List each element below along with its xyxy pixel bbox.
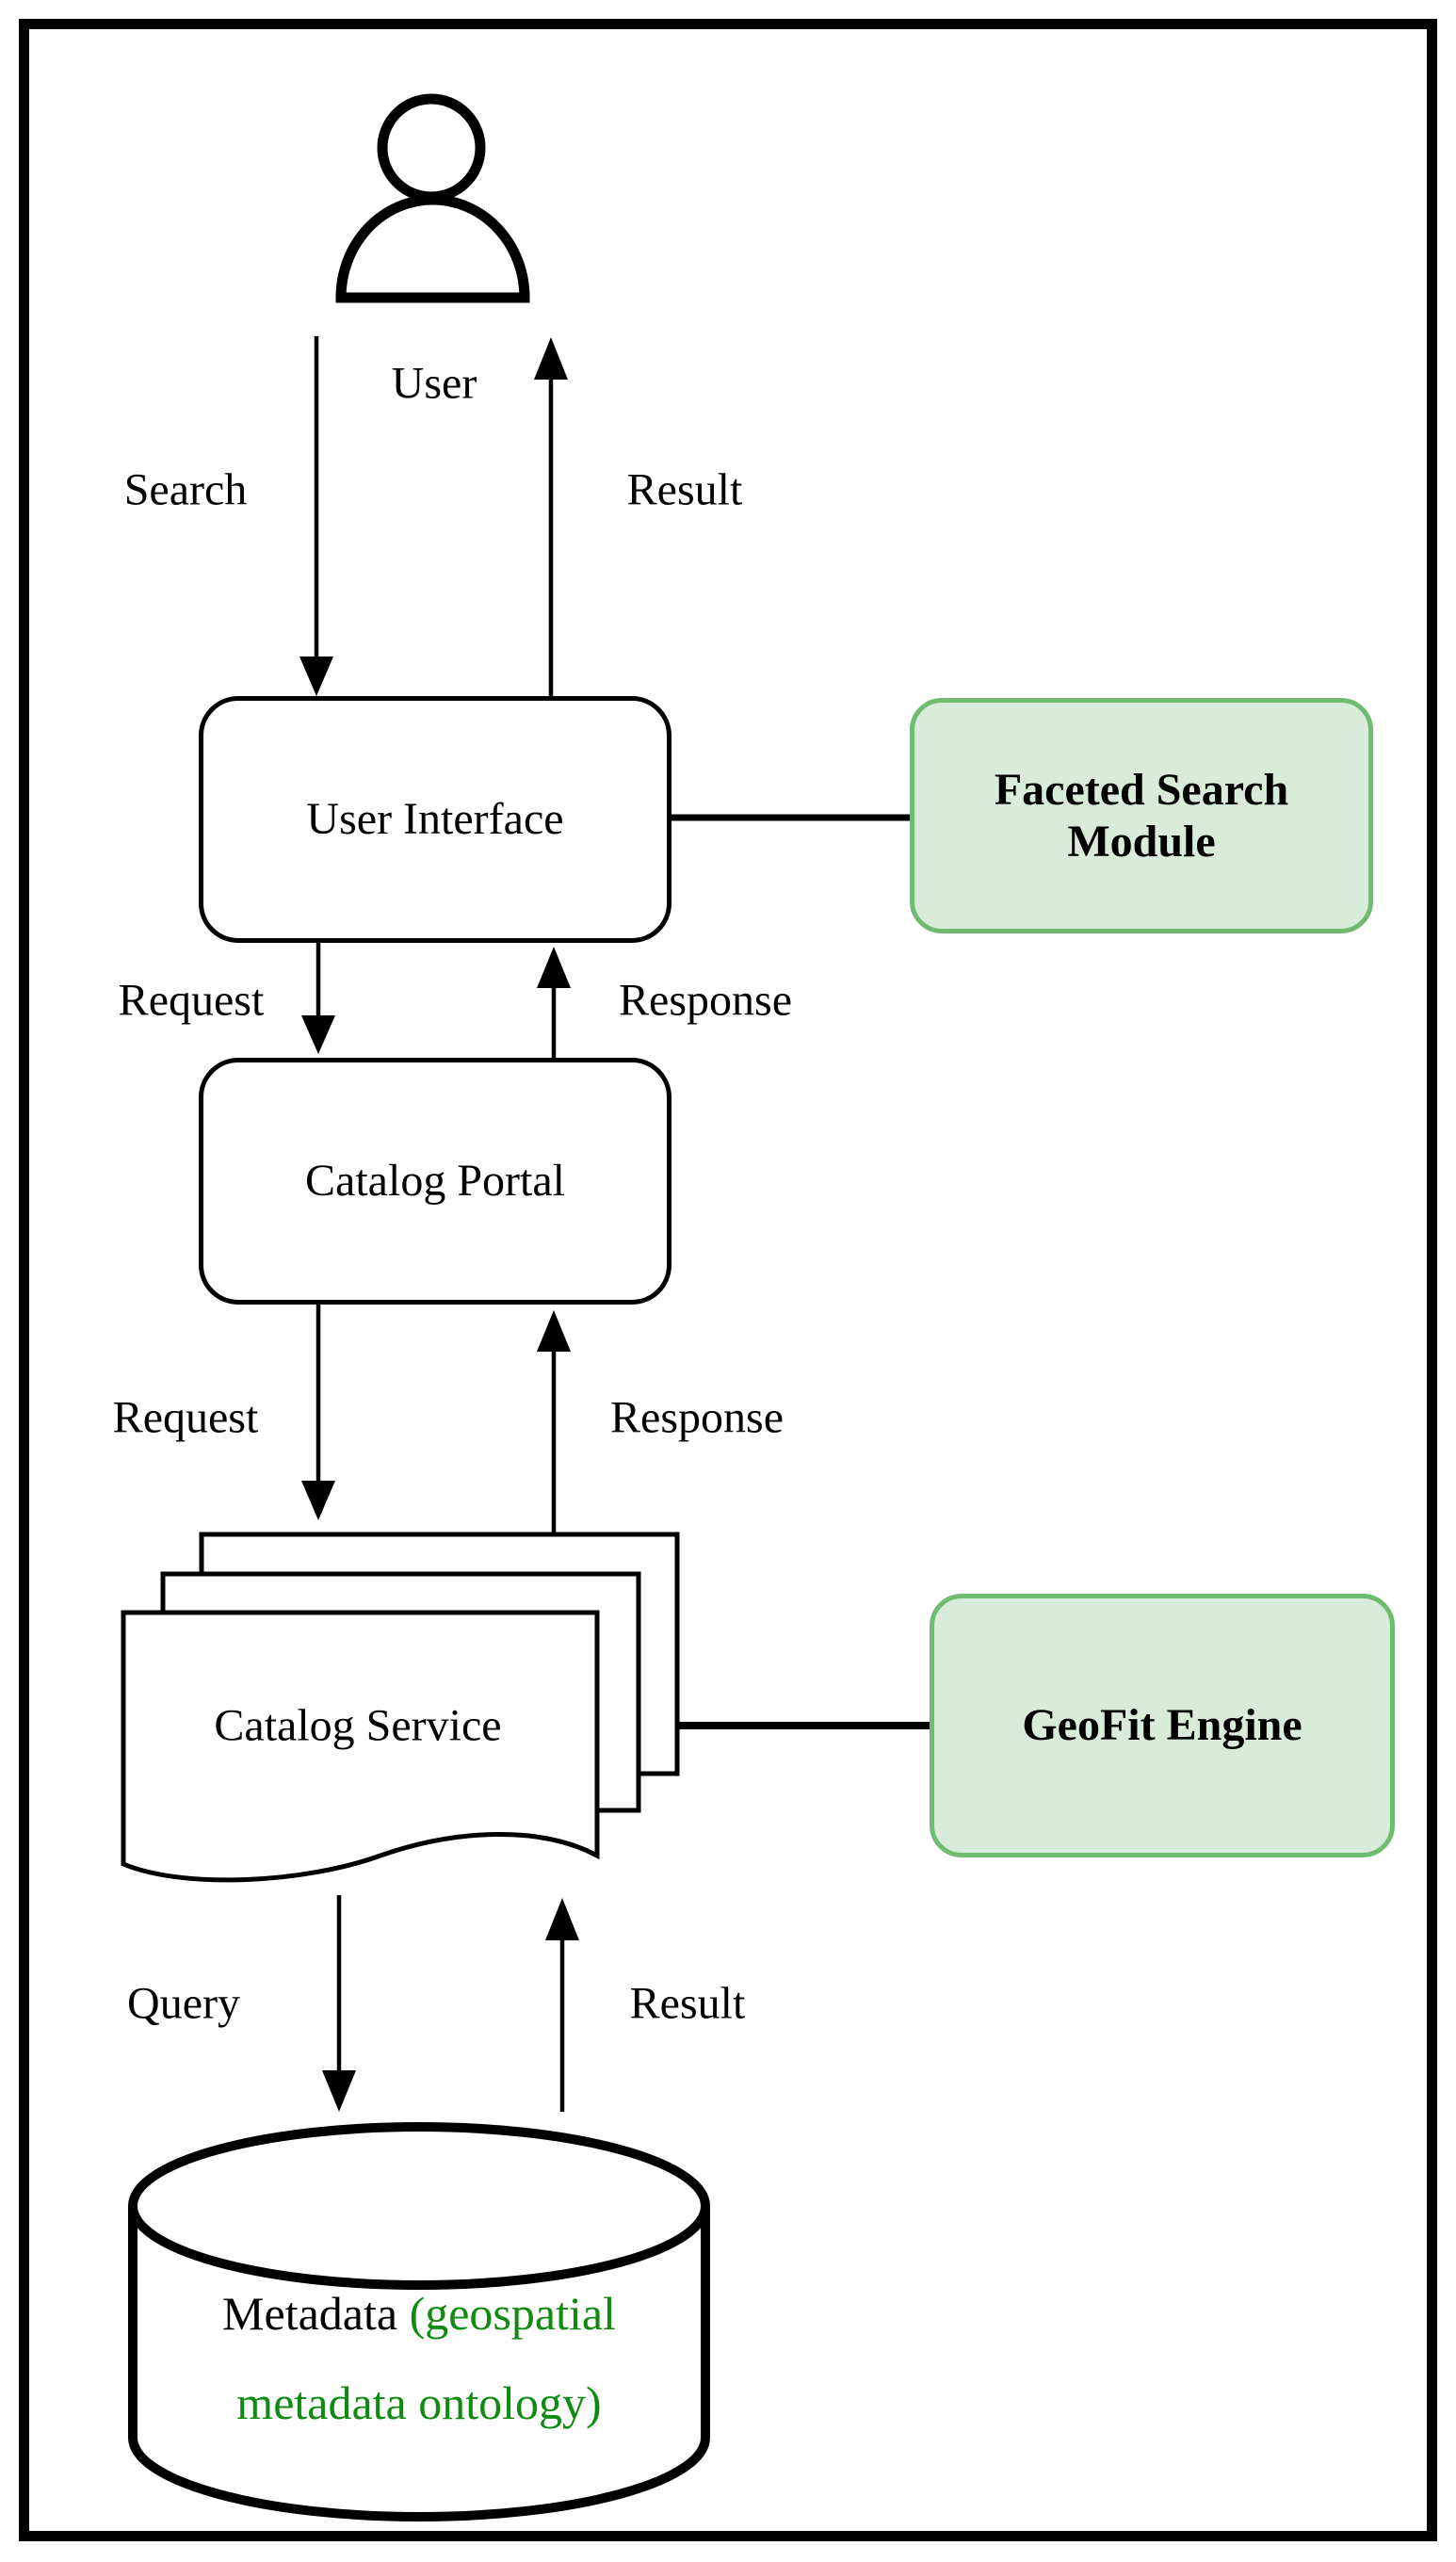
node-faceted-search-module-label: Faceted Search Module [994,764,1289,867]
edge-search-label: Search [123,464,248,515]
node-user-interface: User Interface [199,696,671,943]
edge-response-1-label: Response [619,975,792,1026]
response-arrow-2 [537,1310,571,1532]
edge-query-label: Query [127,1978,240,2029]
result-arrow-bottom [545,1898,579,2112]
metadata-label-green-1: (geospatial [409,2287,616,2340]
search-arrow [299,336,333,696]
node-catalog-service-label: Catalog Service [214,1700,502,1751]
node-geofit-engine: GeoFit Engine [930,1594,1395,1857]
node-user-interface-label: User Interface [306,794,564,845]
node-geofit-engine-label: GeoFit Engine [1022,1700,1302,1751]
node-catalog-portal-label: Catalog Portal [305,1156,565,1207]
edge-result-bottom-label: Result [629,1978,746,2029]
request-arrow-1 [301,943,335,1054]
node-metadata-label: Metadata (geospatial metadata ontology) [222,2269,616,2448]
catalog-service-shape [121,1532,680,1883]
result-arrow-top [534,337,568,696]
edge-request-1-label: Request [118,975,265,1026]
response-arrow-1 [537,947,571,1058]
diagram-border [19,19,1437,2541]
actor-user-label: User [391,358,477,409]
query-arrow [322,1895,356,2112]
metadata-label-black: Metadata [222,2287,398,2340]
edge-result-top-label: Result [626,464,743,515]
edge-response-2-label: Response [610,1392,784,1443]
request-arrow-2 [301,1305,335,1520]
metadata-label-line1: Metadata (geospatial [222,2269,616,2359]
metadata-label-green-2: metadata ontology) [236,2376,602,2429]
edge-request-2-label: Request [112,1392,259,1443]
node-faceted-search-module: Faceted Search Module [910,698,1373,933]
metadata-cylinder [128,2122,710,2521]
user-icon [335,93,530,303]
node-catalog-portal: Catalog Portal [199,1058,671,1305]
